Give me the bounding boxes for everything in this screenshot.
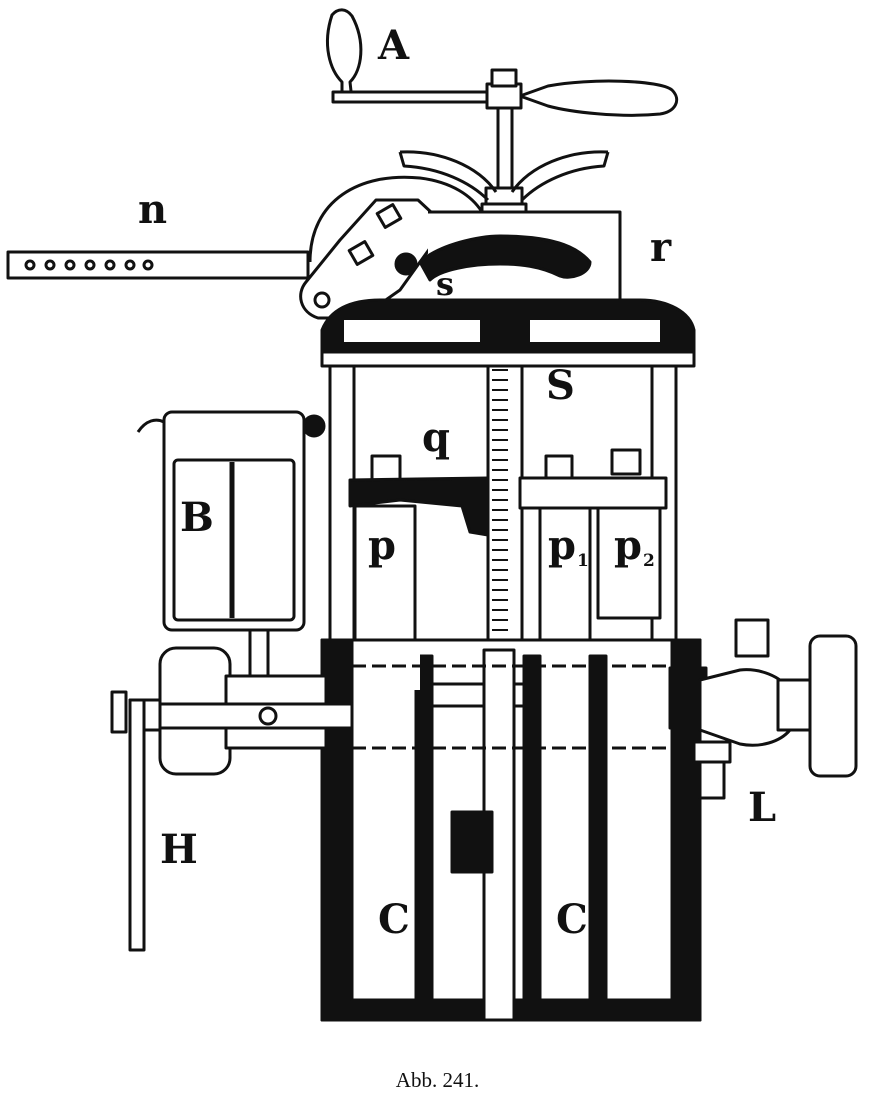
label-s-small: s xyxy=(436,265,455,303)
ratchet-arcs xyxy=(398,150,610,202)
lever-arm xyxy=(6,175,484,320)
pressure-plate xyxy=(348,448,668,537)
label-B: B xyxy=(180,494,214,541)
top-housing xyxy=(418,210,622,302)
label-L: L xyxy=(748,784,777,831)
left-valve xyxy=(110,646,354,952)
crosshead xyxy=(320,298,696,368)
label-C-left: C xyxy=(378,896,410,943)
label-n: n xyxy=(138,186,168,233)
label-A: A xyxy=(378,22,410,69)
crank-handle xyxy=(325,8,679,117)
label-H: H xyxy=(160,826,198,873)
reservoir xyxy=(136,410,326,692)
cylinder-body xyxy=(320,638,702,1022)
label-q: q xyxy=(422,414,450,461)
press-diagram xyxy=(6,8,858,1022)
screw-spindle xyxy=(480,106,528,652)
label-C-right: C xyxy=(556,896,588,943)
label-S: S xyxy=(546,362,575,409)
label-p1: p1 xyxy=(548,522,589,571)
label-p: p xyxy=(368,522,396,569)
figure-caption: Abb. 241. xyxy=(395,1068,480,1092)
label-r: r xyxy=(650,224,672,271)
right-valve xyxy=(668,618,858,800)
label-p2: p2 xyxy=(614,522,655,571)
